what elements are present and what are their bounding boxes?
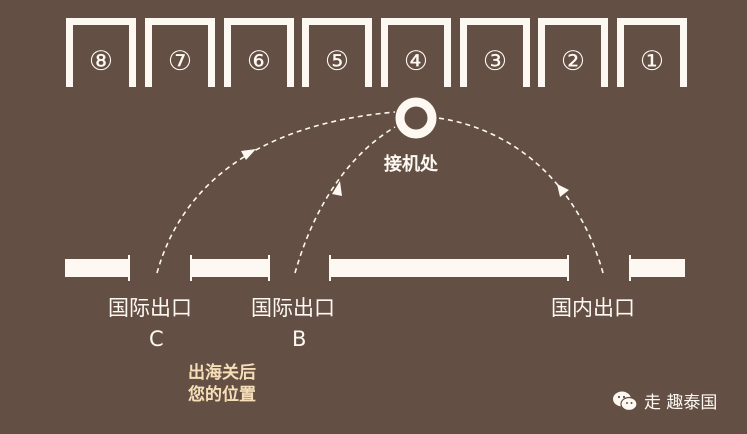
gate-number: ④ [403,46,429,77]
gate-number: ② [560,46,586,77]
you-are-here-note: 出海关后 您的位置 [188,362,256,406]
gate-number: ① [639,46,665,77]
exit-b-label: 国际出口 [251,296,335,320]
brand-watermark: 走 趣泰国 [612,388,717,413]
gate-1: ① [617,18,687,87]
gate-5: ⑤ [302,18,372,87]
arrow-icon [241,149,256,160]
walking-paths [156,111,604,274]
arrow-icon [557,184,569,197]
gate-7: ⑦ [145,18,215,87]
gate-number: ⑧ [88,46,114,77]
gate-6: ⑥ [224,18,294,87]
gate-2: ② [538,18,608,87]
gate-number: ⑥ [246,46,272,77]
you-are-here-line1: 出海关后 [188,363,256,383]
pickup-point-icon [395,97,437,139]
exit-b-letter: B [292,327,307,351]
brand-name: 走 趣泰国 [644,393,718,413]
gate-3: ③ [460,18,530,87]
arrow-icons [241,149,569,197]
exit-c-label: 国际出口 [108,296,192,320]
gate-4: ④ [381,18,451,87]
wall-segments [65,255,685,281]
arrow-icon [332,181,342,196]
exit-c-letter: C [149,327,164,351]
pickup-label: 接机处 [384,154,438,175]
gate-8: ⑧ [66,18,136,87]
domestic-exit-label: 国内出口 [551,296,635,320]
you-are-here-line2: 您的位置 [188,385,256,405]
gate-number: ⑦ [167,46,193,77]
gate-number: ⑤ [324,46,350,77]
gate-number: ③ [482,46,508,77]
wechat-icon [613,391,638,411]
